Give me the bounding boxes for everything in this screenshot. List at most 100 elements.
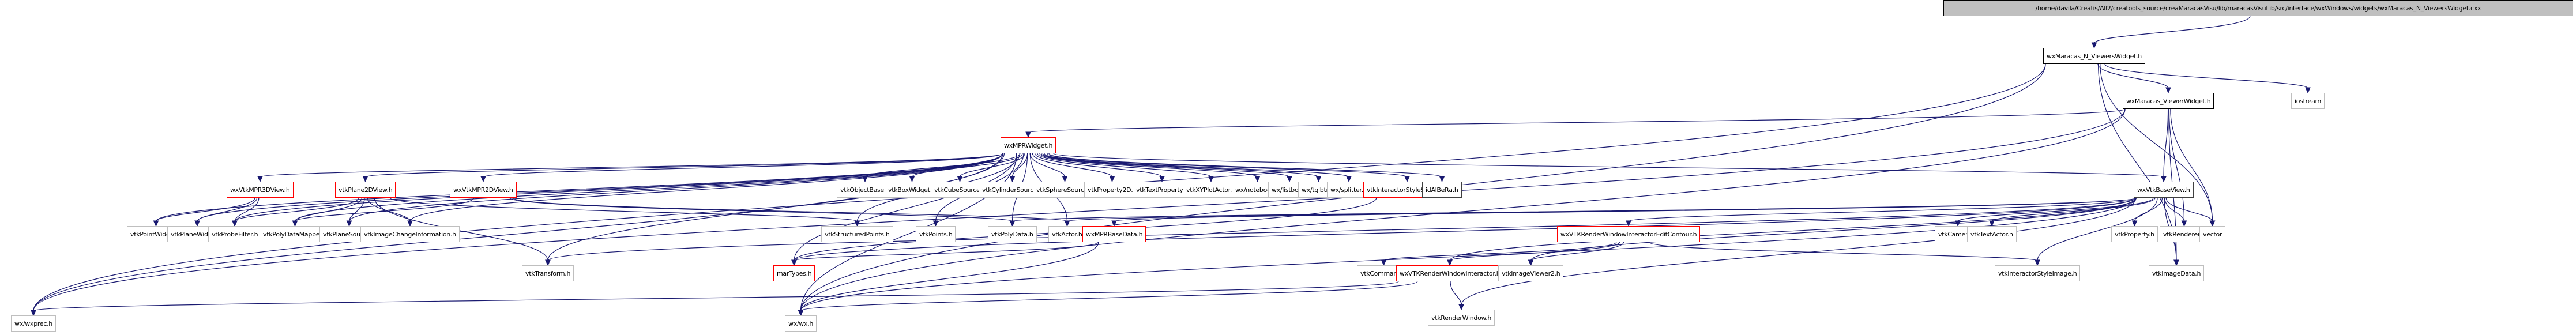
node-imgchange[interactable]: vtkImageChangeInformation.h [360, 226, 460, 242]
node-objbase[interactable]: vtkObjectBase.h [837, 182, 893, 198]
edge-baseview-to-camera [1957, 197, 2154, 222]
node-xyplot[interactable]: vtkXYPlotActor.h [1183, 182, 1239, 198]
node-imagedata[interactable]: vtkImageData.h [2149, 265, 2205, 281]
node-vector[interactable]: vector [2199, 226, 2226, 242]
arrowhead-icon [1447, 259, 1453, 266]
edge-mprwidget-to-martypes [794, 153, 1017, 261]
arrowhead-icon [2181, 220, 2187, 227]
node-probe[interactable]: vtkProbeFilter.h [208, 226, 262, 242]
node-textactor[interactable]: vtkTextActor.h [1967, 226, 2017, 242]
node-viewer[interactable]: wxMaracas_ViewerWidget.h [2123, 93, 2214, 109]
node-property[interactable]: vtkProperty.h [2111, 226, 2158, 242]
node-rwi[interactable]: wxVTKRenderWindowInteractor.h [1396, 265, 1504, 281]
node-imgviewer2[interactable]: vtkImageViewer2.h [1498, 265, 1564, 281]
edge-mpr2d-to-actor [512, 197, 1068, 222]
edge-viewer-to-renderer [2168, 108, 2185, 222]
node-mprwidget[interactable]: wxMPRWidget.h [1001, 137, 1056, 153]
edge-mprwidget-to-imgchange [409, 153, 1003, 222]
node-renderwindow[interactable]: vtkRenderWindow.h [1428, 310, 1495, 326]
edge-baseview-to-isimage [2037, 197, 2158, 261]
node-iostream[interactable]: iostream [2291, 93, 2325, 109]
edge-mprwidget-to-baseview [1053, 153, 2164, 178]
arrowhead-icon [1404, 176, 1410, 183]
edge-plane2d-to-pdmapper [294, 197, 362, 222]
edge-mprwidget-to-pdmapper [294, 153, 1003, 222]
edge-mprwidget-to-textprop [1035, 153, 1163, 178]
arrowhead-icon [346, 220, 352, 227]
edge-viewer-to-wxprec [33, 108, 2126, 311]
arrowhead-icon [2209, 220, 2216, 227]
arrowhead-icon [407, 220, 413, 227]
arrowhead-icon [2035, 259, 2040, 266]
node-martypes[interactable]: marTypes.h [773, 265, 815, 281]
node-splitter[interactable]: wx/splitter.h [1327, 182, 1371, 198]
arrowhead-icon [1254, 176, 1261, 183]
edge-rwi-to-wxprec [33, 281, 1399, 311]
arrowhead-icon [31, 310, 36, 317]
node-mpr2d[interactable]: wxVtkMPR2DView.h [450, 182, 517, 198]
node-baseview[interactable]: wxVtkBaseView.h [2134, 182, 2194, 198]
arrowhead-icon [480, 176, 486, 183]
arrowhead-icon [1109, 176, 1115, 183]
edge-editcontour-to-isimage [1648, 242, 2038, 261]
node-prop2d[interactable]: vtkProperty2D.h [1084, 182, 1141, 198]
edge-nviewers-to-iostream [2104, 63, 2308, 89]
arrowhead-icon [2131, 220, 2138, 227]
node-idalbera[interactable]: idAlBeRa.h [1422, 182, 1462, 198]
node-editcontour[interactable]: wxVTKRenderWindowInteractorEditContour.h [1557, 226, 1701, 242]
edge-baseview-to-actor [1066, 197, 2137, 222]
edge-mprwidget-to-boxwidget [911, 153, 1023, 178]
edge-editcontour-to-command [1383, 242, 1617, 261]
node-points[interactable]: vtkPoints.h [916, 226, 956, 242]
node-mpr3d[interactable]: wxVtkMPR3DView.h [227, 182, 294, 198]
edge-rwi-to-wxwx [800, 281, 1418, 311]
arrowhead-icon [1287, 176, 1292, 183]
node-boxwidget[interactable]: vtkBoxWidget.h [885, 182, 939, 198]
node-root[interactable]: /home/davila/Creatis/All2/creatools_sour… [1943, 0, 2573, 16]
arrowhead-icon [153, 220, 159, 227]
node-wxwx[interactable]: wx/wx.h [785, 315, 817, 332]
edge-mprwidget-to-planesrc [348, 153, 1003, 222]
edge-viewer-to-baseview [2163, 108, 2169, 178]
edge-baseview-to-textactor [1991, 197, 2156, 222]
edge-mprwidget-to-xyplot [1037, 153, 1212, 178]
arrowhead-icon [1315, 176, 1322, 183]
arrowhead-icon [362, 176, 368, 183]
arrowhead-icon [1159, 176, 1165, 183]
edge-mprbase-to-wxwx [800, 242, 1099, 311]
arrowhead-icon [1062, 176, 1068, 183]
arrowhead-icon [1111, 220, 1117, 227]
edge-mprwidget-to-wxwx [800, 153, 1017, 311]
arrowhead-icon [232, 220, 238, 227]
node-plane2d[interactable]: vtkPlane2DView.h [335, 182, 396, 198]
edge-editcontour-to-rwi [1449, 242, 1620, 261]
node-actor[interactable]: vtkActor.h [1048, 226, 1086, 242]
edge-mpr2d-to-pdmapper [294, 197, 475, 222]
edge-mprbase-to-martypes [794, 242, 1099, 261]
edge-plane2d-to-probe [234, 197, 359, 222]
arrowhead-icon [798, 310, 804, 317]
edge-viewer-to-vector [2170, 108, 2213, 222]
node-nviewers[interactable]: wxMaracas_N_ViewersWidget.h [2043, 48, 2145, 64]
arrowhead-icon [1458, 304, 1464, 311]
edge-mprwidget-to-tglbtn [1042, 153, 1319, 178]
arrowhead-icon [1208, 176, 1214, 183]
node-textprop[interactable]: vtkTextProperty.h [1133, 182, 1191, 198]
node-polydata[interactable]: vtkPolyData.h [988, 226, 1037, 242]
edge-mpr2d-to-polydata [509, 197, 1013, 222]
arrowhead-icon [909, 176, 915, 183]
arrowhead-icon [1439, 176, 1445, 183]
node-wxprec[interactable]: wx/wxprec.h [11, 315, 56, 332]
edge-plane2d-to-structpts [389, 197, 858, 222]
node-mprbase[interactable]: wxMPRBaseData.h [1082, 226, 1146, 242]
node-pdmapper[interactable]: vtkPolyDataMapper.h [260, 226, 331, 242]
arrowhead-icon [1009, 220, 1016, 227]
edge-root-to-nviewers [2093, 16, 2251, 44]
arrowhead-icon [545, 259, 551, 266]
node-isimage[interactable]: vtkInteractorStyleImage.h [1995, 265, 2081, 281]
node-transform[interactable]: vtkTransform.h [522, 265, 574, 281]
edge-mprwidget-to-notebook [1039, 153, 1258, 178]
edge-baseview-to-rwi [1449, 197, 2137, 261]
edge-mpr3d-to-pointwidget [155, 197, 255, 222]
node-structpts[interactable]: vtkStructuredPoints.h [821, 226, 893, 242]
